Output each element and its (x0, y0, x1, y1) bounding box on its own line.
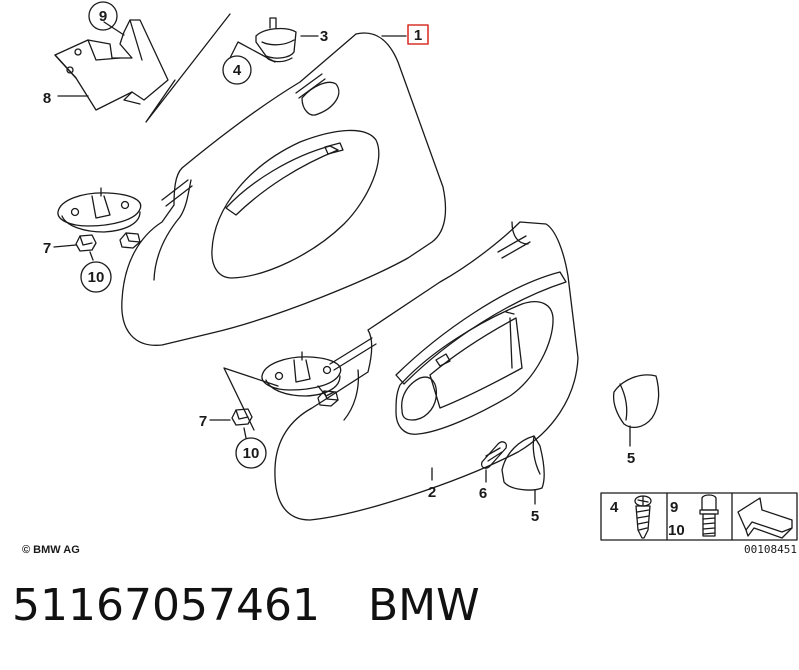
callout-circle-4 (222, 55, 252, 85)
hardware-legend (600, 492, 798, 541)
copyright: © BMW AG (22, 544, 80, 556)
part-1-highlight (407, 24, 429, 45)
callout-9: 9 (99, 8, 107, 25)
visor-bracket-lower (261, 351, 342, 397)
sun-visor-lower (274, 221, 579, 521)
part-number-line: 51167057461 BMW (12, 580, 480, 631)
callout-6: 6 (479, 485, 487, 502)
callout-5-lower: 5 (531, 508, 539, 525)
visor-bracket-upper (57, 187, 142, 233)
leader-9 (103, 21, 125, 36)
callout-circle-10-upper (80, 261, 112, 293)
clip-lower-small (317, 390, 339, 407)
diagram-number: 00108451 (744, 543, 797, 556)
leader-cone-7-lower (223, 367, 279, 431)
cover-part-5-lower (501, 435, 545, 491)
callout-2: 2 (428, 484, 436, 501)
legend-label-10: 10 (668, 522, 685, 539)
callout-10-lower: 10 (243, 445, 260, 462)
legend-label-9: 9 (670, 499, 678, 516)
callout-7-upper: 7 (43, 240, 51, 257)
callout-7-lower: 7 (199, 413, 207, 430)
legend-label-4: 4 (610, 499, 619, 516)
leader-7-upper (53, 244, 77, 248)
clip-7-lower (231, 408, 253, 426)
leader-4 (229, 41, 276, 63)
callout-circle-9 (88, 1, 118, 31)
leader-10-lower (243, 427, 247, 439)
callout-8: 8 (43, 90, 51, 107)
callout-4: 4 (233, 62, 242, 79)
callout-5-right: 5 (627, 450, 635, 467)
clip-7-upper (75, 234, 97, 252)
mounting-bracket-part-8 (54, 19, 169, 111)
cover-part-5-right (612, 374, 660, 429)
sun-visor-upper (121, 32, 447, 346)
arrow-icon (737, 497, 793, 539)
leader-cone-9 (145, 13, 231, 123)
screw-icon (634, 495, 652, 539)
brand-name: BMW (367, 580, 480, 631)
callout-1: 1 (414, 27, 422, 44)
clip-upper-small (119, 232, 141, 249)
callout-10-upper: 10 (88, 269, 105, 286)
callout-3: 3 (320, 28, 328, 45)
leader-10-upper (89, 251, 94, 261)
cover-part-6 (480, 441, 508, 469)
bolt-icon (699, 494, 719, 537)
part-number: 51167057461 (12, 580, 320, 631)
callout-circle-10-lower (235, 437, 267, 469)
